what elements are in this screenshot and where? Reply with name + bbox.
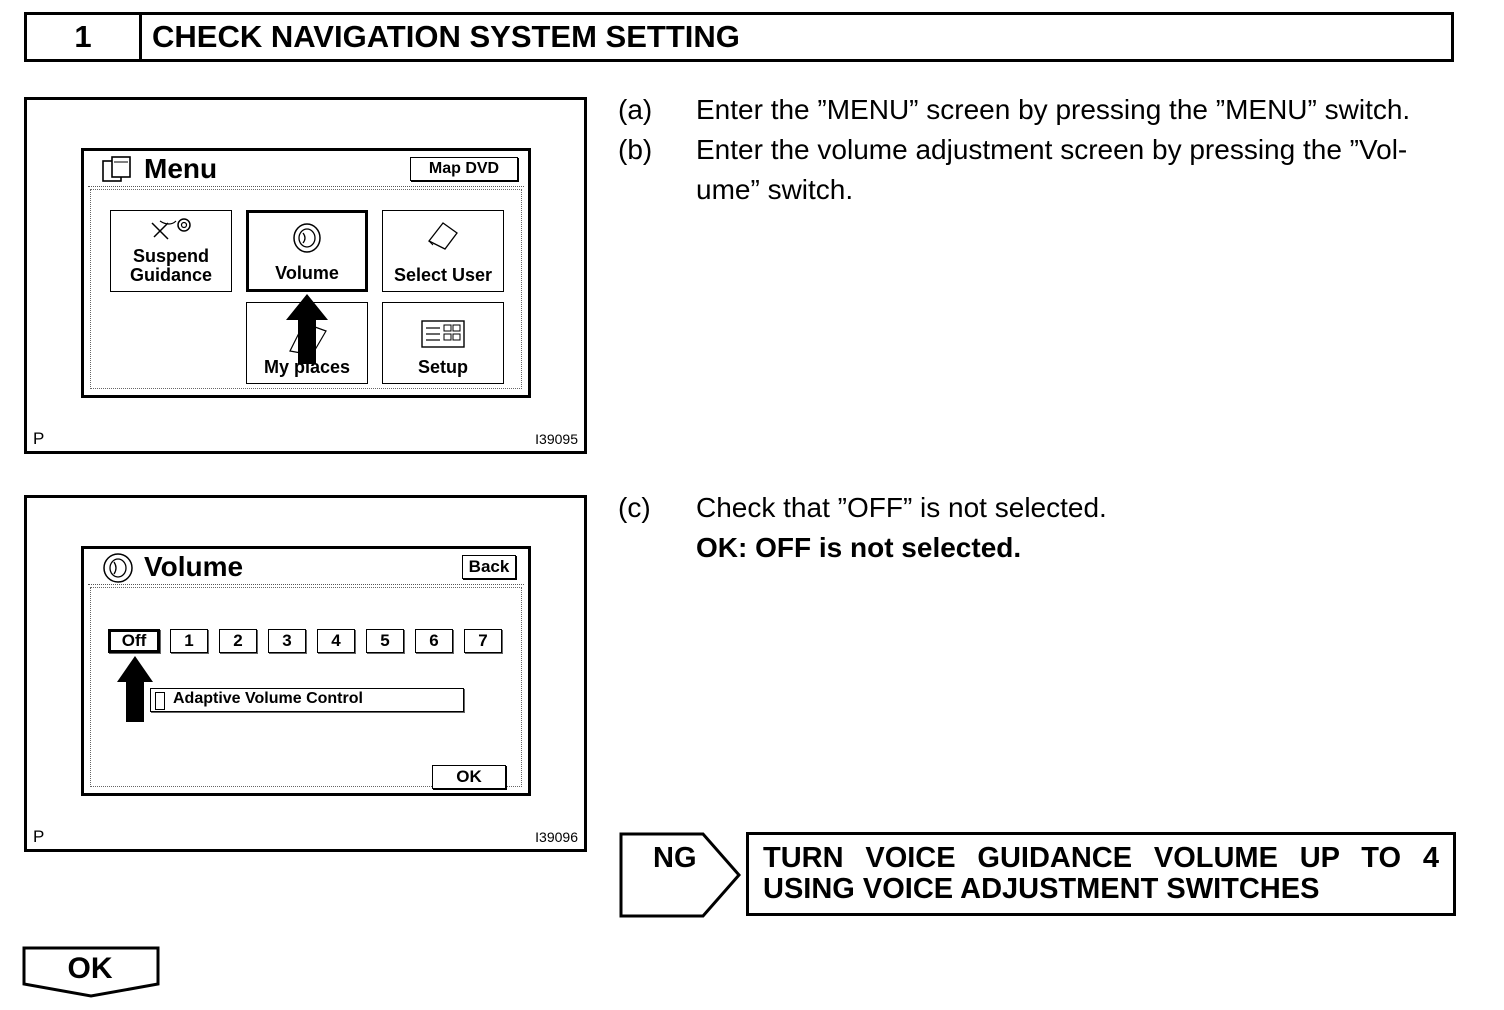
suspend-guidance-icon: [151, 218, 191, 240]
tile-setup-label: Setup: [417, 357, 468, 377]
instruction-b: (b) Enter the volume adjustment screen b…: [618, 134, 1478, 214]
adaptive-volume-control[interactable]: Adaptive Volume Control: [150, 688, 464, 712]
ok-tab-label: OK: [67, 952, 113, 985]
setup-icon: [421, 320, 465, 348]
ng-label: NG: [653, 842, 697, 874]
tile-suspend-label-2: Guidance: [129, 265, 213, 285]
adaptive-volume-label: Adaptive Volume Control: [173, 690, 363, 707]
tile-volume[interactable]: Volume: [246, 210, 368, 292]
ng-action-line-2: USING VOICE ADJUSTMENT SWITCHES: [763, 873, 1320, 905]
ok-tab-shape: [22, 946, 160, 998]
tile-setup[interactable]: Setup: [382, 302, 504, 384]
ok-button[interactable]: OK: [432, 765, 506, 789]
figure-volume: Volume Back Off 1 2 3 4 5 6 7 Adaptive V…: [24, 495, 587, 852]
volume-screen: Volume Back Off 1 2 3 4 5 6 7 Adaptive V…: [81, 546, 531, 796]
map-dvd-button[interactable]: Map DVD: [410, 157, 518, 181]
instruction-a-label: (a): [618, 94, 653, 125]
ok-tab: OK: [22, 946, 162, 998]
step-title: CHECK NAVIGATION SYSTEM SETTING: [152, 19, 740, 54]
back-button[interactable]: Back: [462, 555, 516, 579]
volume-screen-title: Volume: [144, 551, 244, 582]
level-1-button[interactable]: 1: [170, 629, 208, 653]
instruction-c: (c) Check that ”OFF” is not selected. OK…: [618, 492, 1478, 572]
level-4-button[interactable]: 4: [317, 629, 355, 653]
instruction-c-text: Check that ”OFF” is not selected.: [696, 492, 1107, 523]
tile-my-places-label: My places: [263, 357, 351, 377]
instruction-a: (a) Enter the ”MENU” screen by pressing …: [618, 94, 1478, 134]
volume-icon: [103, 553, 133, 583]
volume-icon: [293, 223, 321, 253]
step-number: 1: [27, 15, 142, 59]
menu-screen-body: [90, 189, 522, 389]
select-user-icon: [428, 222, 458, 250]
menu-screen-header: Menu Map DVD: [88, 151, 524, 187]
figure-volume-id: I39096: [535, 829, 578, 845]
adaptive-volume-checkbox[interactable]: [155, 692, 165, 710]
figure-menu: Menu Map DVD Suspend Guidance Volum: [24, 97, 587, 454]
figure-volume-p: P: [33, 827, 45, 846]
ng-arrow: NG: [619, 832, 743, 918]
figure-menu-p: P: [33, 429, 45, 448]
figure-menu-id: I39095: [535, 431, 578, 447]
tile-suspend-label-1: Suspend: [132, 246, 209, 266]
level-7-button[interactable]: 7: [464, 629, 502, 653]
level-3-button[interactable]: 3: [268, 629, 306, 653]
ng-action-box: TURN VOICE GUIDANCE VOLUME UP TO 4 USING…: [746, 832, 1456, 916]
level-off-button[interactable]: Off: [108, 629, 160, 653]
menu-screen-title: Menu: [144, 153, 218, 184]
instruction-b-text: Enter the volume adjustment screen by pr…: [696, 134, 1408, 165]
pointer-arrow-off: [117, 656, 153, 722]
level-5-button[interactable]: 5: [366, 629, 404, 653]
ng-arrow-shape: [619, 832, 741, 918]
tile-select-user-label: Select User: [393, 265, 493, 285]
tile-select-user[interactable]: Select User: [382, 210, 504, 292]
instruction-c-label: (c): [618, 492, 651, 523]
instruction-c-ok: OK: OFF is not selected.: [696, 532, 1022, 563]
instruction-b-text-2: ume” switch.: [696, 174, 854, 205]
volume-screen-body: [90, 587, 522, 787]
step-header: 1 CHECK NAVIGATION SYSTEM SETTING: [24, 12, 1454, 62]
volume-screen-header: Volume Back: [88, 549, 524, 585]
level-2-button[interactable]: 2: [219, 629, 257, 653]
tile-volume-label: Volume: [275, 263, 339, 283]
menu-screen: Menu Map DVD Suspend Guidance Volum: [81, 148, 531, 398]
tile-suspend-guidance[interactable]: Suspend Guidance: [110, 210, 232, 292]
instruction-b-label: (b): [618, 134, 653, 165]
level-6-button[interactable]: 6: [415, 629, 453, 653]
pointer-arrow-volume: [286, 294, 328, 364]
instruction-a-text: Enter the ”MENU” screen by pressing the …: [696, 94, 1411, 125]
menu-icon: [102, 156, 131, 182]
ng-action-line-1: TURN VOICE GUIDANCE VOLUME UP TO 4: [763, 842, 1439, 874]
